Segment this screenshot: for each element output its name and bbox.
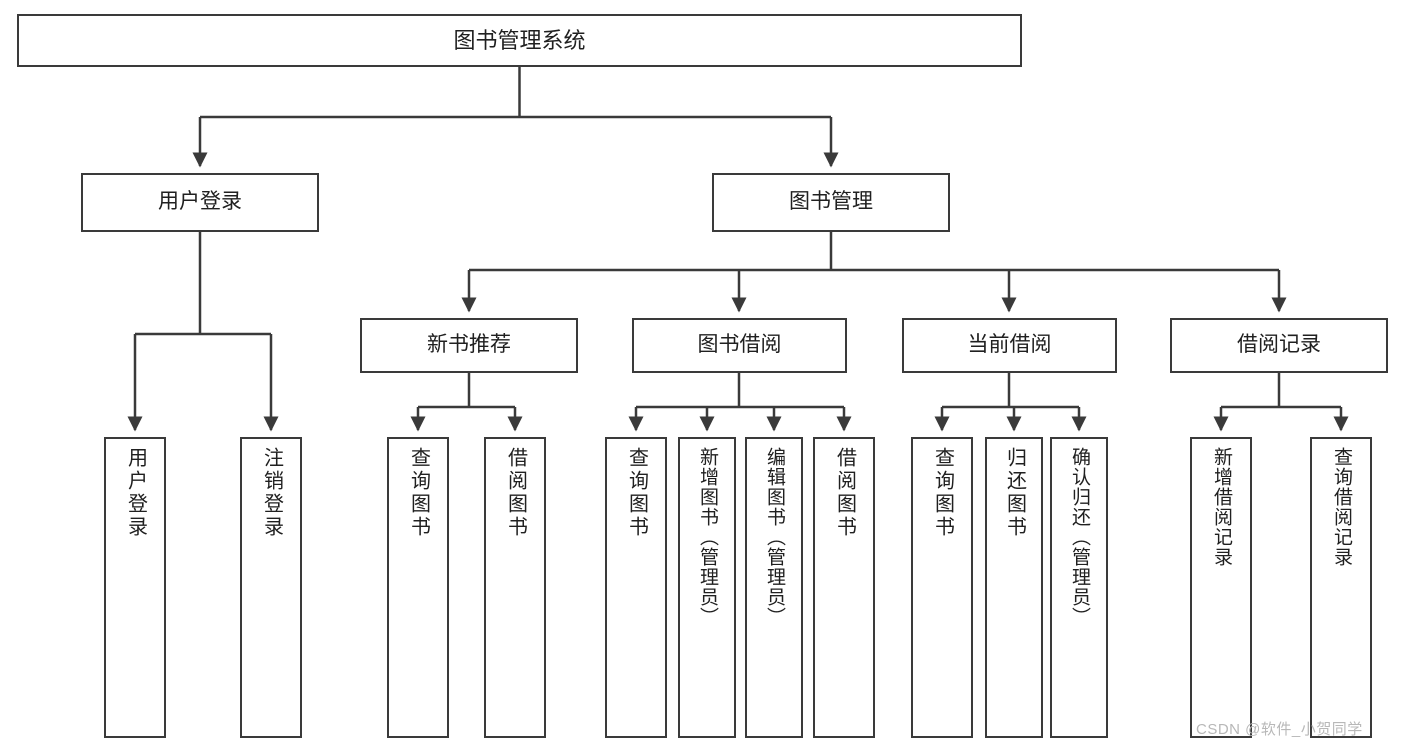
leaf-return-book-label: 归还图书 [1003,447,1026,539]
node-user-login-label: 用户登录 [158,190,242,214]
leaf-query-book-borrow-label: 查询图书 [625,447,648,539]
leaf-borrow-book[interactable]: 借阅图书 [813,437,875,738]
leaf-add-borrow-record[interactable]: 新增借阅记录 [1190,437,1252,738]
node-current-borrow-label: 当前借阅 [967,333,1052,357]
node-borrow-record[interactable]: 借阅记录 [1170,318,1388,373]
leaf-user-login-label: 用户登录 [124,447,147,539]
node-root[interactable]: 图书管理系统 [17,14,1022,67]
leaf-confirm-return-admin[interactable]: 确认归还（管理员） [1050,437,1108,738]
leaf-query-book-current-label: 查询图书 [931,447,954,539]
leaf-borrow-book-label: 借阅图书 [833,447,856,539]
node-root-label: 图书管理系统 [453,27,586,53]
leaf-logout[interactable]: 注销登录 [240,437,302,738]
node-book-borrow[interactable]: 图书借阅 [632,318,847,373]
node-new-book-recommend[interactable]: 新书推荐 [360,318,578,373]
node-new-book-recommend-label: 新书推荐 [427,333,511,357]
node-book-manage[interactable]: 图书管理 [712,173,950,232]
leaf-query-borrow-record[interactable]: 查询借阅记录 [1310,437,1372,738]
leaf-user-login[interactable]: 用户登录 [104,437,166,738]
node-book-manage-label: 图书管理 [789,190,873,214]
leaf-add-borrow-record-label: 新增借阅记录 [1210,447,1232,567]
leaf-logout-label: 注销登录 [260,447,283,539]
leaf-query-book-borrow[interactable]: 查询图书 [605,437,667,738]
leaf-query-book-current[interactable]: 查询图书 [911,437,973,738]
csdn-watermark: CSDN @软件_小贺同学 [1196,721,1363,738]
leaf-add-book-admin[interactable]: 新增图书（管理员） [678,437,736,738]
leaf-query-borrow-record-label: 查询借阅记录 [1330,447,1352,567]
node-user-login[interactable]: 用户登录 [81,173,319,232]
node-current-borrow[interactable]: 当前借阅 [902,318,1117,373]
leaf-edit-book-admin-label: 编辑图书（管理员） [763,447,785,627]
leaf-confirm-return-admin-label: 确认归还（管理员） [1068,447,1090,627]
leaf-query-book-newbook[interactable]: 查询图书 [387,437,449,738]
leaf-add-book-admin-label: 新增图书（管理员） [696,447,718,627]
leaf-return-book[interactable]: 归还图书 [985,437,1043,738]
leaf-query-book-newbook-label: 查询图书 [407,447,430,539]
leaf-borrow-book-newbook[interactable]: 借阅图书 [484,437,546,738]
node-book-borrow-label: 图书借阅 [697,333,782,357]
leaf-borrow-book-newbook-label: 借阅图书 [504,447,527,539]
leaf-edit-book-admin[interactable]: 编辑图书（管理员） [745,437,803,738]
node-borrow-record-label: 借阅记录 [1237,333,1321,357]
